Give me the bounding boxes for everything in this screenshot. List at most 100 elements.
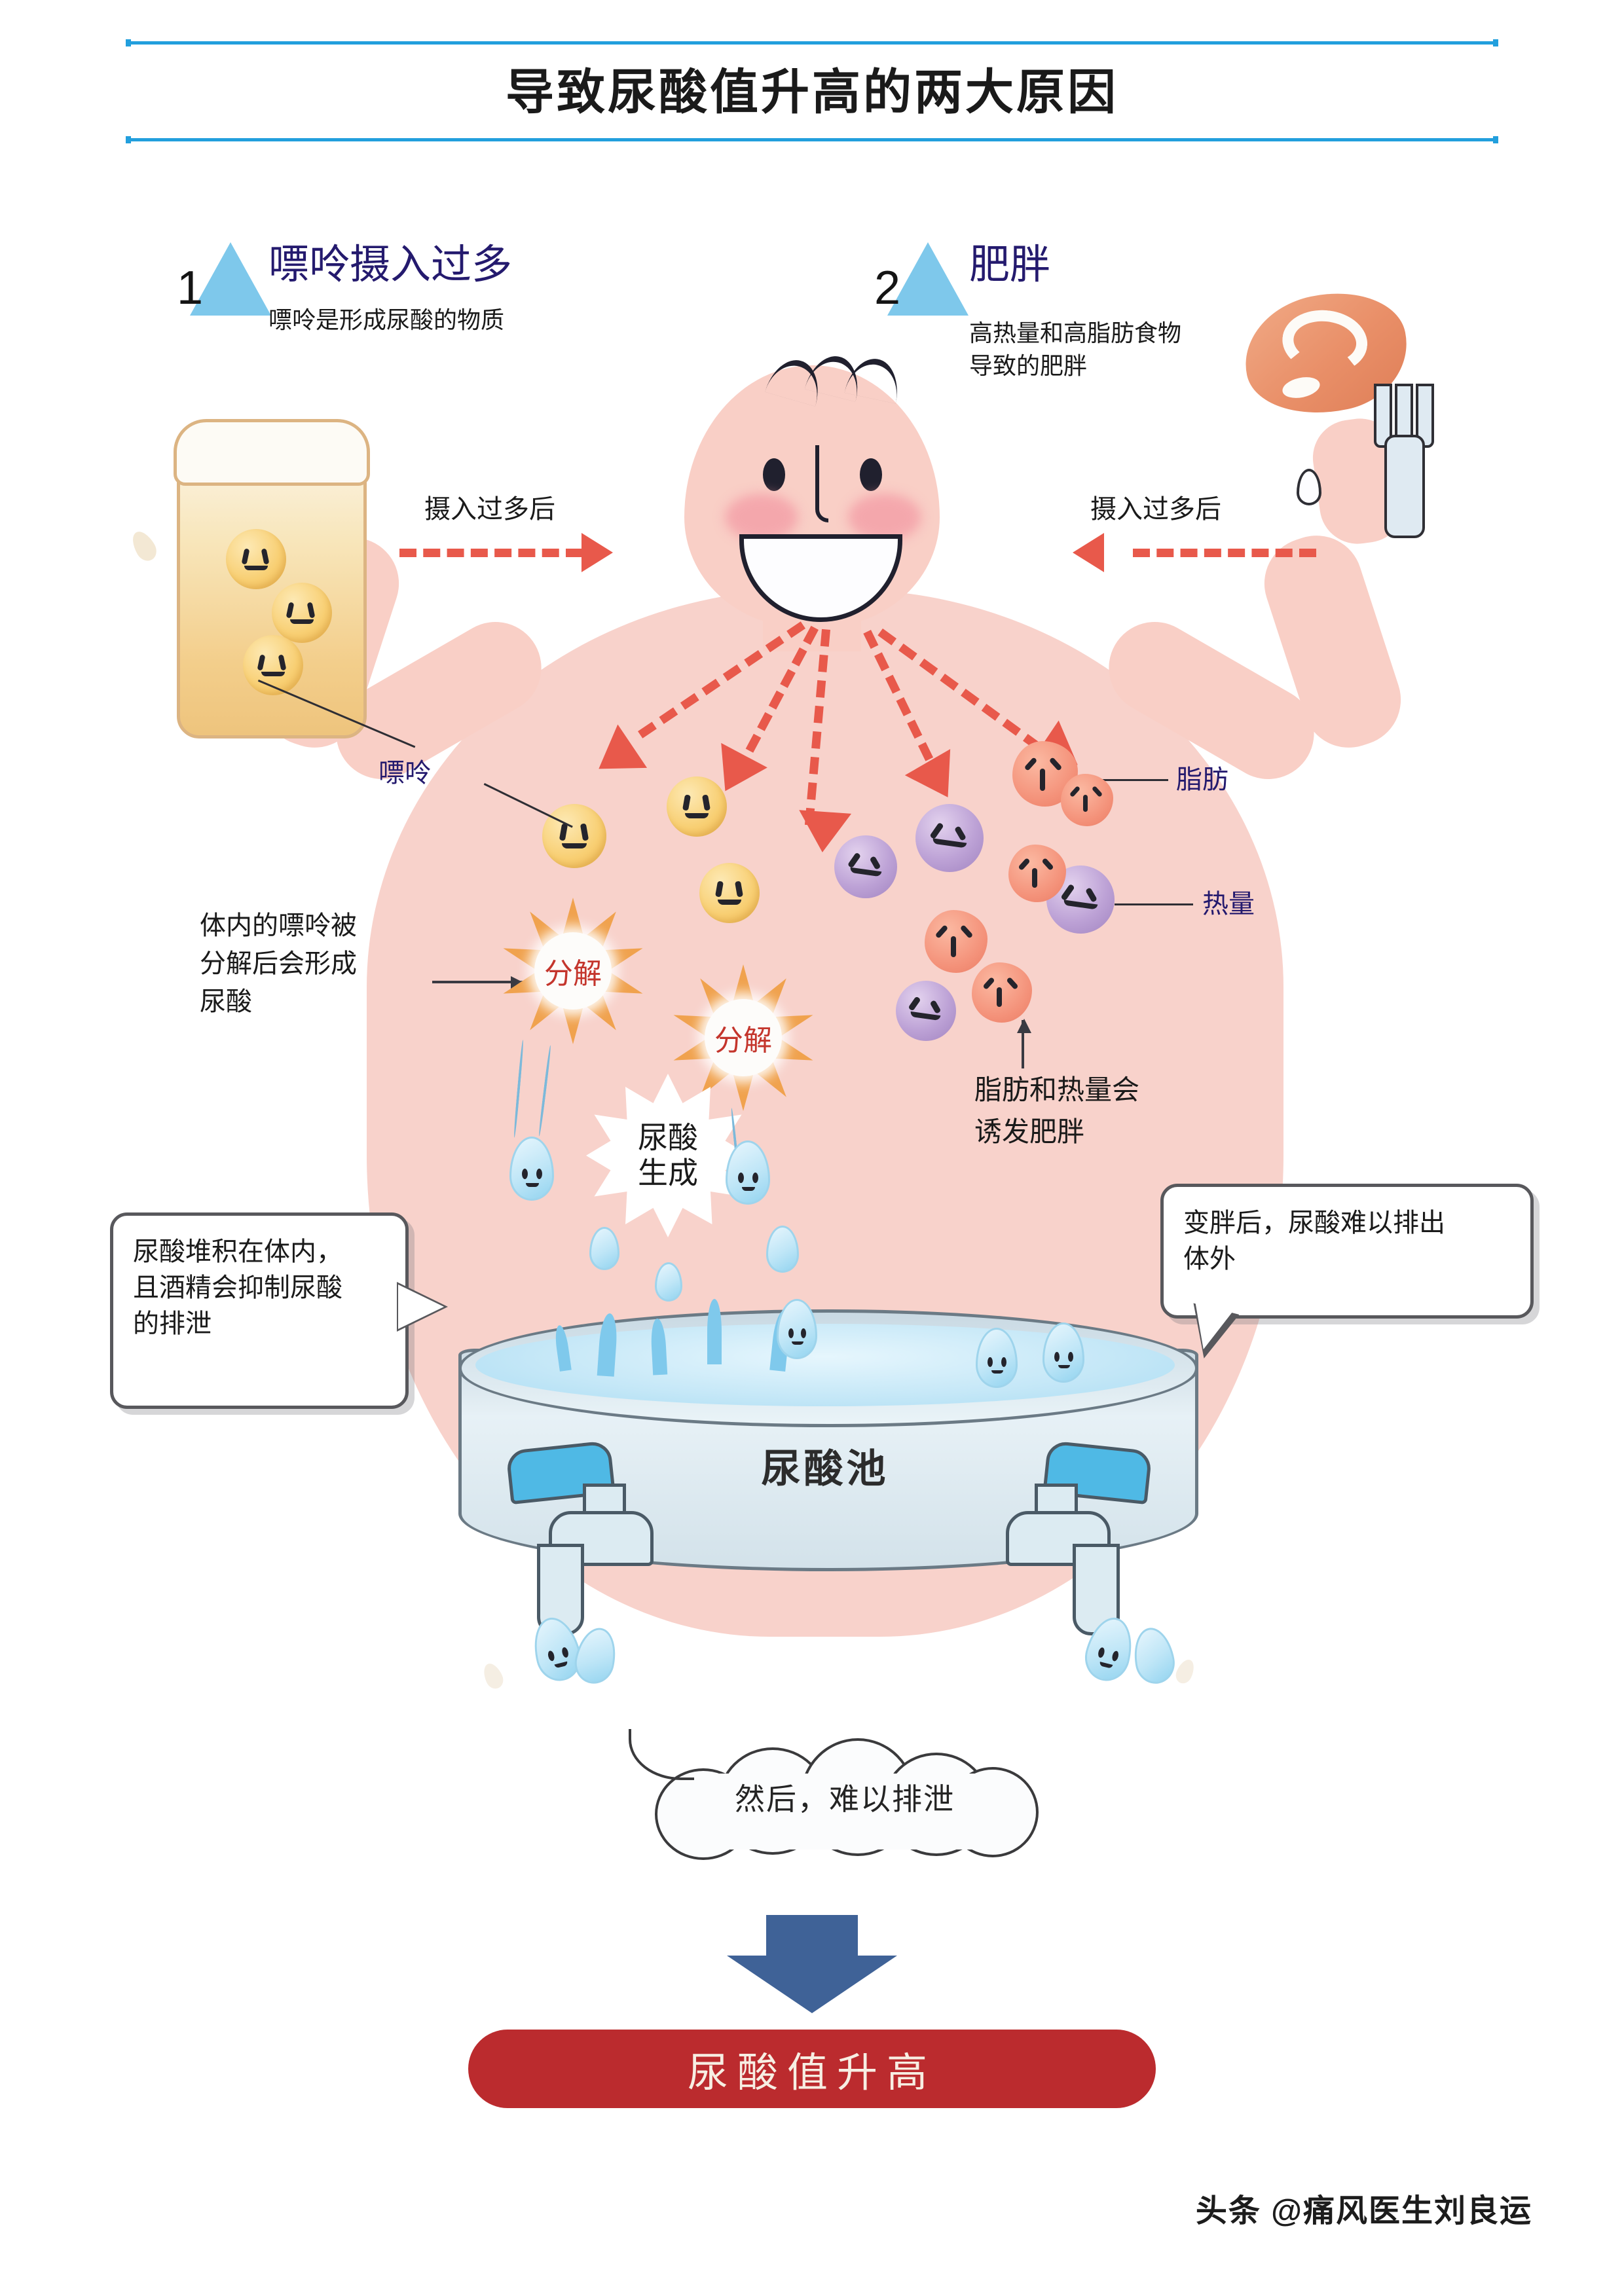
section-1-number: 1: [176, 262, 204, 314]
title-block: 导致尿酸值升高的两大原因: [0, 39, 1624, 143]
breakdown-sunburst-2: 分解: [668, 962, 819, 1113]
uric-acid-droplet-small: [766, 1226, 799, 1273]
cloud-tail: [629, 1729, 694, 1780]
sunburst-core: [705, 999, 782, 1076]
head: [684, 350, 940, 627]
uric-acid-droplet: [976, 1328, 1018, 1388]
purine-molecule: [667, 776, 727, 837]
cloud-bubble-text: 然后，难以排泄: [735, 1782, 955, 1816]
right-note-line1: 脂肪和热量会: [974, 1074, 1140, 1105]
right-speech-bubble: 变胖后，尿酸难以排出 体外: [1160, 1184, 1534, 1319]
rule-cap-right: [1493, 136, 1498, 143]
left-cheek-blush: [725, 494, 798, 541]
calorie-molecule: [896, 981, 956, 1041]
right-cheek-blush: [848, 494, 921, 541]
left-bubble-text: 尿酸堆积在体内， 且酒精会抑制尿酸 的排泄: [113, 1216, 405, 1361]
title-rule-top: [124, 39, 1500, 46]
triangle-icon: [887, 242, 969, 316]
dashed-line-right: [1133, 549, 1316, 557]
left-note-line1: 体内的嘌呤被: [200, 911, 357, 940]
section-1-heading: 嘌呤摄入过多: [268, 242, 513, 287]
uric-acid-burst-text: 尿酸 生成: [586, 1120, 750, 1192]
section-2-subtitle-line1: 高热量和高脂肪食物: [969, 319, 1182, 346]
left-eye: [763, 458, 785, 491]
purine-molecule: [699, 863, 760, 923]
purine-molecule: [542, 804, 606, 868]
watermark: 头条 @痛风医生刘良运: [1195, 2194, 1532, 2229]
calorie-molecule: [834, 835, 897, 898]
calorie-leader-line: [1115, 903, 1193, 905]
arrow-right-icon: [581, 533, 613, 572]
breakdown-label: 分解: [544, 958, 602, 990]
rule-cap-left: [126, 136, 131, 143]
purine-label: 嘌呤: [378, 759, 431, 788]
purine-molecule: [243, 635, 303, 695]
fat-molecule: [972, 962, 1032, 1023]
result-arrow-head-icon: [727, 1956, 897, 2013]
left-note-line3: 尿酸: [200, 987, 252, 1016]
uric-acid-basin: 尿酸池: [458, 1299, 1198, 1635]
left-bubble-line2: 且酒精会抑制尿酸: [133, 1273, 342, 1303]
left-note-line2: 分解后会形成: [200, 949, 357, 978]
uric-acid-droplet: [509, 1137, 554, 1201]
beer-glass-icon: [174, 419, 370, 738]
section-2-number-badge: 2: [874, 242, 969, 316]
water-splash: [707, 1299, 722, 1364]
breakdown-label: 分解: [714, 1025, 772, 1057]
rule-bar: [131, 138, 1493, 141]
nose: [815, 445, 828, 522]
result-label: 尿酸值升高: [687, 2050, 936, 2096]
breakdown-sunburst-1: 分解: [498, 896, 648, 1046]
meat-on-fork-icon: [1234, 278, 1467, 543]
rule-bar: [131, 41, 1493, 45]
juice-droplet: [1297, 469, 1321, 505]
calorie-label: 热量: [1202, 890, 1255, 919]
title-rule-bottom: [124, 136, 1500, 143]
result-banner: 尿酸值升高: [468, 2030, 1156, 2108]
right-note-line2: 诱发肥胖: [974, 1116, 1085, 1147]
basin-label: 尿酸池: [761, 1447, 889, 1491]
intake-label-left: 摄入过多后: [424, 495, 555, 524]
dashed-line-left: [399, 549, 583, 557]
triangle-icon: [190, 242, 271, 316]
right-faucet-arm: [1006, 1511, 1111, 1566]
rule-cap-left: [126, 39, 131, 46]
fork-handle: [1384, 435, 1425, 538]
mouth: [739, 534, 902, 622]
uric-acid-droplet: [726, 1140, 770, 1205]
right-bubble-line2: 体外: [1183, 1245, 1236, 1274]
cloud-speech-bubble: 然后，难以排泄: [629, 1729, 1039, 1860]
right-eye: [860, 458, 882, 491]
up-arrow-icon: [1017, 1019, 1031, 1068]
fat-molecule: [1008, 845, 1066, 902]
right-bubble-line1: 变胖后，尿酸难以排出: [1183, 1209, 1445, 1237]
uric-acid-droplet: [777, 1299, 817, 1359]
purine-molecule: [272, 583, 332, 643]
section-2-heading: 肥胖: [969, 242, 1051, 287]
section-1-number-badge: 1: [177, 242, 271, 316]
burst-line1: 尿酸: [638, 1120, 698, 1155]
arrow-left-icon: [1073, 533, 1104, 572]
beer-foam: [174, 419, 370, 486]
right-bubble-text: 变胖后，尿酸难以排出 体外: [1164, 1187, 1530, 1296]
uric-acid-droplet-small: [589, 1227, 619, 1270]
escaping-droplet: [570, 1624, 621, 1688]
fat-molecule: [1061, 774, 1113, 826]
section-2-subtitle-line2: 导致的肥胖: [969, 352, 1088, 379]
fat-label: 脂肪: [1176, 765, 1228, 794]
section-1-subtitle: 嘌呤是形成尿酸的物质: [268, 306, 505, 333]
rule-cap-right: [1493, 39, 1498, 46]
uric-acid-droplet-small: [655, 1262, 682, 1302]
intake-label-right: 摄入过多后: [1090, 495, 1221, 524]
left-speech-bubble: 尿酸堆积在体内， 且酒精会抑制尿酸 的排泄: [110, 1212, 409, 1409]
calorie-molecule: [915, 804, 984, 872]
left-bubble-line3: 的排泄: [133, 1309, 212, 1339]
left-bubble-tail: [398, 1285, 444, 1329]
purine-molecule: [226, 529, 286, 589]
sunburst-core: [534, 932, 612, 1010]
burst-line2: 生成: [638, 1156, 698, 1190]
left-bubble-line1: 尿酸堆积在体内，: [133, 1237, 342, 1266]
breakdown-pointer-arrow: [432, 976, 525, 991]
splash-droplet: [128, 527, 160, 565]
splash-fleck: [1173, 1656, 1198, 1686]
